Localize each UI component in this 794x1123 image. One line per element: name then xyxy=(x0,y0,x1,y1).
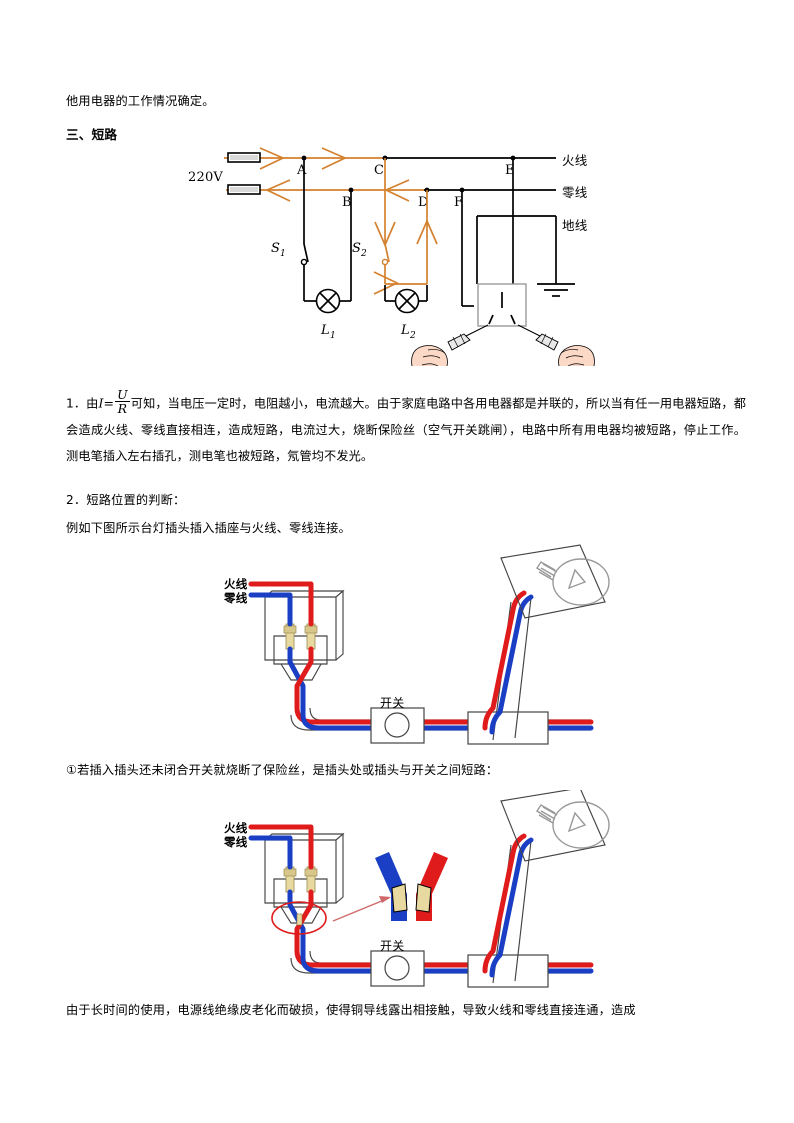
svg-text:2: 2 xyxy=(409,331,416,341)
caption-1: ①若插入插头还未闭合开关就烧断了保险丝，是插头处或插头与开关之间短路： xyxy=(66,763,499,777)
paragraph-4: 由于长时间的使用，电源线绝缘皮老化而破损，使得铜导线露出相接触，导致火线和零线直… xyxy=(66,1003,636,1017)
damaged-wire-detail xyxy=(375,852,448,921)
live-wire-label: 火线 xyxy=(562,153,588,168)
switch-label-S2: S xyxy=(352,241,361,256)
desk-lamp-figure-damaged: .ln2{stroke:#444;stroke-width:1.15;fill:… xyxy=(193,790,613,1000)
desk-lamp-figure-normal: .ln{stroke:#444;stroke-width:1.15;fill:n… xyxy=(193,540,613,755)
ground-wire-label: 地线 xyxy=(562,218,588,233)
fig2-switch-label: 开关 xyxy=(380,939,405,953)
fig2-live-label: 火线 xyxy=(224,821,248,835)
svg-text:1: 1 xyxy=(280,249,286,259)
hand-right xyxy=(558,345,595,366)
intro-line: 他用电器的工作情况确定。 xyxy=(66,94,215,108)
formula-equals: = xyxy=(103,395,115,411)
formula-denominator: R xyxy=(117,401,128,417)
formula-numerator: U xyxy=(115,387,130,403)
switch-label-S1: S xyxy=(271,241,280,256)
svg-text:1: 1 xyxy=(330,331,336,341)
fig1-neutral-label: 零线 xyxy=(224,591,248,605)
test-pen-right xyxy=(517,324,559,351)
lamp-label-L1: L xyxy=(320,323,330,338)
section-heading: 三、短路 xyxy=(66,127,118,142)
hand-left xyxy=(411,345,448,366)
damage-highlight-circle xyxy=(271,901,327,935)
voltage-label: 220V xyxy=(188,170,224,185)
node-label-D: D xyxy=(418,195,428,210)
para1-rest: 可知，当电压一定时，电阻越小，电流越大。由于家庭电路中各用电器都是并联的，所以当… xyxy=(66,396,746,463)
neutral-wire-label: 零线 xyxy=(562,185,588,200)
node-label-C: C xyxy=(374,163,384,178)
para1-prefix: 1．由 xyxy=(66,396,99,411)
paragraph-3: 例如下图所示台灯插头插入插座与火线、零线连接。 xyxy=(66,521,351,535)
svg-text:2: 2 xyxy=(360,249,367,259)
fig2-neutral-label: 零线 xyxy=(224,835,248,849)
fig1-live-label: 火线 xyxy=(224,577,248,591)
node-label-F: F xyxy=(454,195,463,210)
household-circuit-figure: .wk{stroke:#000;stroke-width:1.7;fill:no… xyxy=(182,144,602,366)
lamp-label-L2: L xyxy=(400,323,410,338)
paragraph-2: 2．短路位置的判断： xyxy=(66,493,186,507)
node-label-E: E xyxy=(505,163,515,178)
detail-pointer-arrow xyxy=(332,896,391,922)
fig1-switch-label: 开关 xyxy=(380,696,405,710)
test-pen-left xyxy=(447,324,489,351)
node-label-A: A xyxy=(296,163,307,178)
node-label-B: B xyxy=(342,195,352,210)
formula-variable-I: I xyxy=(98,395,104,411)
